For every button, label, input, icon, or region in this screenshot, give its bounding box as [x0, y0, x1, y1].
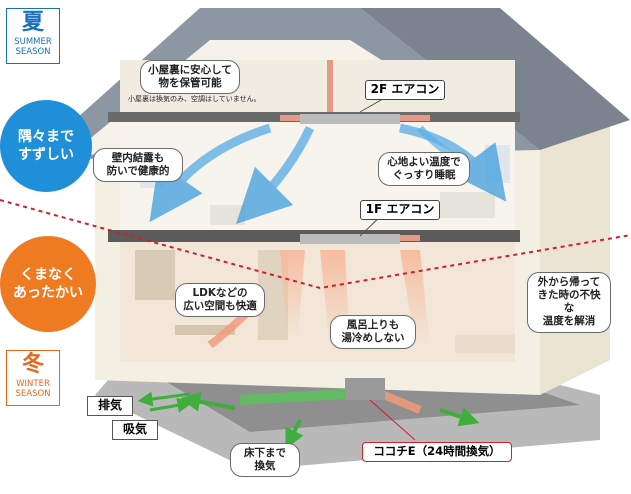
fresh-air-arrow-1: [180, 391, 236, 412]
intake-arrow: [149, 397, 193, 413]
cool-air-flow-right: [399, 123, 507, 202]
summer-en-line2: SEASON: [15, 47, 51, 57]
cool-air-flow-left: [149, 123, 272, 223]
warm-air-flow-1: [280, 250, 305, 335]
wall-line2: 防いで健康的: [106, 165, 170, 178]
home-line3: 温度を解消: [542, 315, 596, 328]
summer-season-box: 夏 SUMMER SEASON: [6, 8, 60, 64]
sofa-1f: [455, 335, 515, 353]
fresh-air-arrow-3: [439, 407, 480, 427]
homecoming-label: 外から帰って きた時の不快な 温度を解消: [527, 272, 611, 333]
ldk-line1: LDKなどの: [192, 287, 248, 299]
underfloor-line2: 換気: [254, 460, 276, 473]
bath-line1: 風呂上りも: [346, 319, 400, 331]
ldk-comfort-label: LDKなどの 広い空間も快適: [175, 283, 265, 318]
bath-label: 風呂上りも 湯冷めしない: [330, 315, 416, 350]
warm-air-flow-3: [400, 250, 430, 345]
attic-storage-label: 小屋裏に安心して 物を保管可能: [140, 60, 240, 95]
attic-note: 小屋裏は換気のみ、空調はしていません。: [128, 95, 261, 103]
kokochi-e-unit: [345, 378, 385, 400]
attic-line2: 物を保管可能: [158, 77, 222, 90]
home-line1: 外から帰って: [537, 276, 601, 288]
ac-unit-2f: [300, 114, 400, 124]
fresh-air-arrow-2: [285, 419, 304, 449]
ac-2f-label: 2F エアコン: [365, 80, 445, 100]
winter-circle-line1: くまなく: [20, 266, 76, 283]
winter-kanji: 冬: [21, 352, 44, 377]
bed-2f: [210, 205, 245, 225]
winter-season-box: 冬 WINTER SEASON: [6, 350, 60, 406]
exhaust-label: 排気: [87, 396, 133, 416]
wall-condensation-label: 壁内結露も 防いで健康的: [93, 148, 183, 183]
summer-circle-line1: 隅々まで: [18, 128, 74, 145]
sofa-2f: [440, 192, 495, 218]
wall-line1: 壁内結露も: [111, 152, 165, 164]
season-divider-line: [0, 199, 631, 290]
intake-label: 吸気: [112, 420, 158, 440]
summer-benefit-circle: 隅々まで すずしい: [0, 100, 92, 192]
winter-circle-line2: あったかい: [13, 285, 83, 301]
side-wall: [540, 110, 610, 395]
attic-line1: 小屋裏に安心して: [148, 64, 232, 76]
bath-line2: 湯冷めしない: [341, 332, 405, 345]
sleep-comfort-label: 心地よい温度で ぐっすり睡眠: [378, 152, 470, 187]
summer-kanji: 夏: [21, 10, 44, 35]
ac-1f-label: 1F エアコン: [360, 200, 440, 220]
home-line2: きた時の不快な: [537, 289, 601, 315]
summer-circle-line2: すずしい: [18, 147, 74, 163]
dining-table: [175, 325, 235, 335]
summer-en-line1: SUMMER: [14, 37, 52, 47]
underfloor-line1: 床下まで: [244, 447, 286, 459]
sleep-line1: 心地よい温度で: [387, 156, 461, 168]
sleep-line2: ぐっすり睡眠: [392, 169, 456, 182]
cool-air-flow-center: [235, 126, 315, 225]
ldk-line2: 広い空間も快適: [183, 300, 257, 313]
leader-system: [369, 399, 416, 441]
winter-en-line1: WINTER: [16, 379, 50, 389]
kitchen-shelf: [135, 250, 175, 300]
winter-benefit-circle: くまなく あったかい: [0, 236, 96, 332]
kokochi-e-system-label: ココチE（24時間換気）: [362, 442, 512, 462]
underfloor-ventilation-label: 床下まで 換気: [230, 443, 300, 478]
winter-en-line2: SEASON: [15, 389, 51, 399]
ac-unit-1f: [300, 234, 400, 244]
exhaust-arrow: [137, 391, 191, 407]
